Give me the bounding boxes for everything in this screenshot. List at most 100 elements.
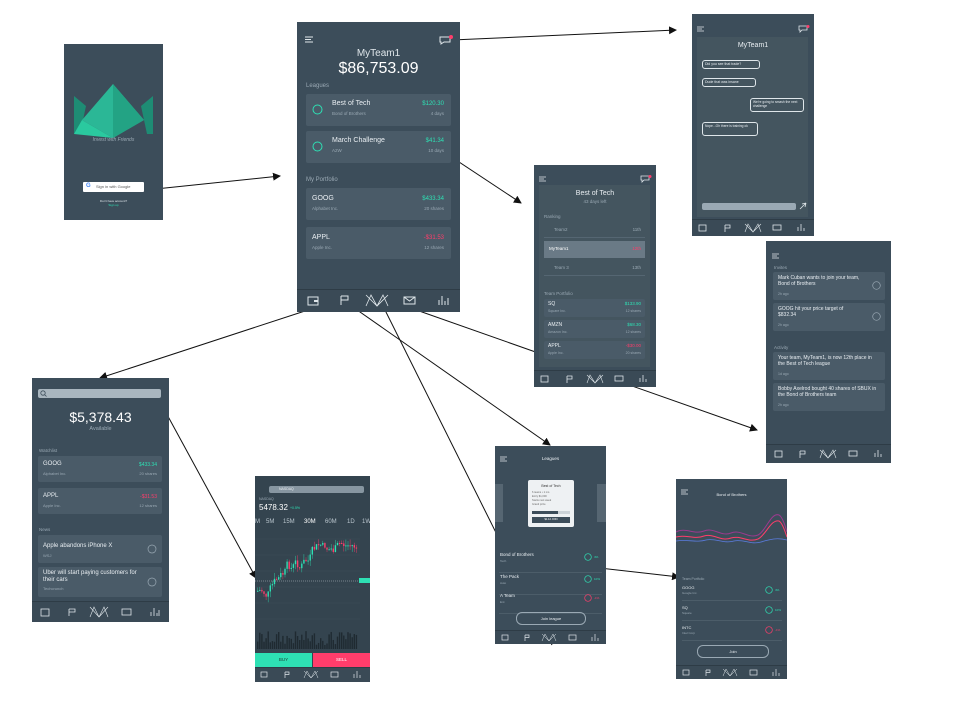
interval-tab[interactable]: 60M: [325, 519, 337, 525]
flag-icon[interactable]: [284, 671, 291, 678]
stats-icon[interactable]: [772, 668, 780, 677]
chat-icon[interactable]: [798, 25, 810, 33]
chat-icon[interactable]: [439, 35, 453, 45]
signup-link[interactable]: Sign up: [108, 203, 119, 207]
menu-icon[interactable]: [681, 489, 688, 495]
portfolio-card[interactable]: APPL Apple Inc. -$30.00 20 shares: [544, 341, 645, 359]
mail-icon[interactable]: [568, 634, 577, 641]
interval-tab[interactable]: 1W: [362, 519, 370, 525]
flag-icon[interactable]: [566, 375, 574, 383]
team-stock-item[interactable]: INTC Intel Corp -1%: [682, 624, 782, 641]
google-signin-button[interactable]: G Sign in with Google: [83, 182, 144, 192]
watchlist-card[interactable]: GOOG Alphabet Inc. $433.34 20 shares: [38, 456, 162, 482]
leagues-icon[interactable]: [744, 223, 762, 233]
ranking-row[interactable]: Team2 11th: [544, 223, 645, 238]
league-list-item[interactable]: The Pack Auto 10%: [499, 574, 602, 595]
leagues-icon[interactable]: [586, 374, 604, 384]
portfolio-card[interactable]: GOOG Alphabet Inc. $433.34 20 shares: [306, 188, 451, 220]
stats-icon[interactable]: [639, 374, 648, 383]
send-icon[interactable]: [799, 202, 807, 210]
featured-join-button[interactable]: $1.12 JOIN: [532, 517, 570, 523]
news-action-icon[interactable]: [147, 577, 157, 587]
flag-icon[interactable]: [705, 669, 712, 676]
chat-message-input[interactable]: [702, 203, 796, 210]
interval-tab[interactable]: 1D: [347, 519, 355, 525]
wallet-icon[interactable]: [774, 450, 783, 458]
wallet-icon[interactable]: [260, 671, 268, 678]
carousel-prev[interactable]: [495, 484, 503, 522]
interval-tab[interactable]: 15M: [283, 519, 295, 525]
interval-tab[interactable]: M: [255, 519, 260, 525]
stats-icon[interactable]: [150, 607, 160, 617]
menu-icon[interactable]: [500, 456, 507, 462]
leagues-icon[interactable]: [303, 670, 319, 679]
stats-icon[interactable]: [797, 223, 806, 232]
leagues-icon[interactable]: [819, 449, 837, 459]
leagues-icon[interactable]: [722, 668, 738, 677]
league-card[interactable]: Best of Tech Bond of Brothers $120.30 4 …: [306, 94, 451, 126]
join-league-button[interactable]: Join league: [516, 612, 586, 625]
flag-icon[interactable]: [524, 634, 531, 641]
mail-icon[interactable]: [121, 608, 132, 616]
mail-icon[interactable]: [403, 296, 416, 305]
leagues-icon[interactable]: [541, 633, 557, 642]
candle-body: [355, 547, 358, 549]
mail-icon[interactable]: [772, 224, 782, 231]
action-icon[interactable]: [872, 312, 881, 321]
flag-icon[interactable]: [724, 224, 732, 232]
wallet-icon[interactable]: [540, 375, 549, 383]
news-card[interactable]: Uber will start paying customers for the…: [38, 567, 162, 597]
leagues-icon[interactable]: [89, 606, 109, 618]
team-join-button[interactable]: Join: [697, 645, 769, 658]
league-list-item[interactable]: A Team Ent -1%: [499, 593, 602, 614]
wallet-icon[interactable]: [307, 296, 319, 306]
portfolio-card[interactable]: AMZN Amazon Inc. $68.30 12 shares: [544, 320, 645, 338]
mail-icon[interactable]: [614, 375, 624, 382]
sell-button[interactable]: SELL: [313, 653, 370, 667]
league-card[interactable]: March Challenge A2W $41.34 10 days: [306, 131, 451, 163]
wallet-icon[interactable]: [501, 634, 509, 641]
menu-icon[interactable]: [697, 26, 704, 32]
mail-icon[interactable]: [749, 669, 758, 676]
featured-league-card[interactable]: Best of Tech 6 teams • 1 mo Entry $1,000…: [528, 480, 574, 527]
leagues-icon[interactable]: [365, 293, 389, 307]
menu-icon[interactable]: [772, 253, 779, 259]
ranking-row[interactable]: Team 3 13th: [544, 261, 645, 276]
stats-icon[interactable]: [591, 633, 599, 642]
flag-icon[interactable]: [339, 295, 350, 306]
portfolio-card[interactable]: SQ Square Inc. $133.90 12 shares: [544, 299, 645, 317]
stats-icon[interactable]: [874, 449, 883, 458]
chat-icon[interactable]: [640, 175, 652, 183]
news-action-icon[interactable]: [147, 544, 157, 554]
portfolio-card[interactable]: APPL Apple Inc. -$31.53 12 shares: [306, 227, 451, 259]
search-icon: [40, 390, 47, 397]
interval-tab[interactable]: 5M: [266, 519, 275, 525]
carousel-next[interactable]: [597, 484, 606, 522]
candle-body: [343, 543, 345, 547]
wallet-icon[interactable]: [40, 608, 50, 617]
action-icon[interactable]: [872, 281, 881, 290]
wallet-icon[interactable]: [698, 224, 707, 232]
ranking-row-current[interactable]: MyTeam1 12th: [544, 241, 645, 258]
watchlist-card[interactable]: APPL Apple Inc. -$31.53 12 shares: [38, 488, 162, 514]
news-card[interactable]: Apple abandons iPhone X WSJ: [38, 535, 162, 563]
flag-icon[interactable]: [799, 450, 807, 458]
team-stock-item[interactable]: SQ Square 10%: [682, 604, 782, 621]
menu-icon[interactable]: [539, 176, 546, 182]
team-stock-item[interactable]: GOOG Google Inc. 4%: [682, 584, 782, 601]
league-list-item[interactable]: Bond of Brothers Tech 4%: [499, 552, 602, 573]
candlestick-chart[interactable]: [255, 531, 370, 651]
mail-icon[interactable]: [330, 671, 339, 678]
stats-icon[interactable]: [437, 294, 449, 306]
invite-card[interactable]: GOOG hit your price target of $832.34 2h…: [773, 303, 885, 331]
menu-icon[interactable]: [305, 36, 313, 43]
stats-icon[interactable]: [353, 670, 361, 679]
stock-search-input[interactable]: NASDAQ: [269, 486, 364, 493]
search-input[interactable]: [38, 389, 161, 398]
mail-icon[interactable]: [848, 450, 858, 457]
flag-icon[interactable]: [68, 608, 77, 617]
interval-tab-active[interactable]: 30M: [304, 519, 316, 525]
invite-card[interactable]: Mark Cuban wants to join your team, Bond…: [773, 272, 885, 300]
buy-button[interactable]: BUY: [255, 653, 312, 667]
wallet-icon[interactable]: [682, 669, 690, 676]
